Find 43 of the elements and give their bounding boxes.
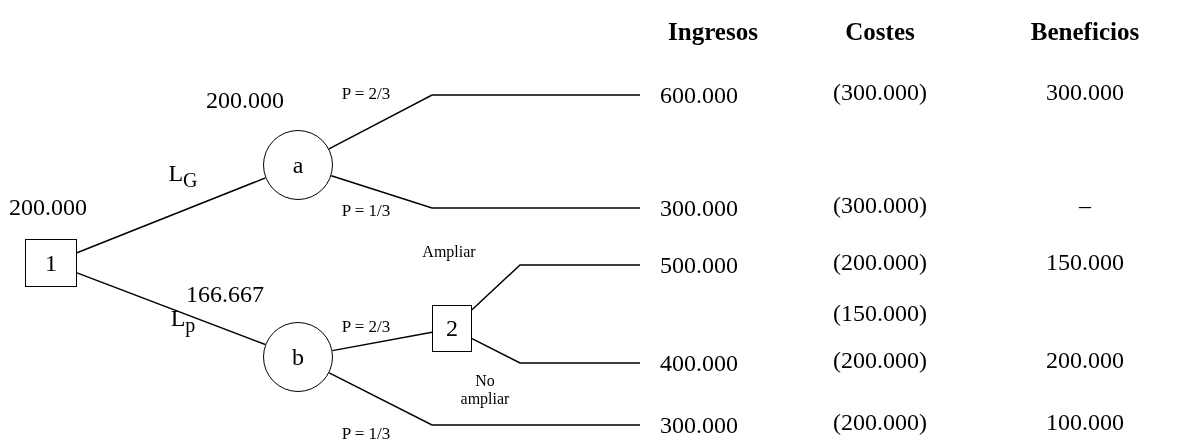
column-header: Ingresos <box>668 18 758 46</box>
edge-label: L$_{p}$ <box>169 305 197 337</box>
branch-line <box>471 337 641 364</box>
table-value: (300.000) <box>833 192 927 219</box>
outcome-value: 500.000 <box>640 249 738 281</box>
node-label: a <box>292 151 304 179</box>
node-value: 166.667 <box>186 281 264 308</box>
node-value: 200.000 <box>206 87 284 114</box>
branch-line <box>331 331 433 352</box>
table-value: (200.000) <box>833 249 927 276</box>
table-value: 300.000 <box>1046 79 1124 106</box>
outcome-value: 300.000 <box>640 192 738 224</box>
table-value: 150.000 <box>1046 249 1124 276</box>
column-header: Beneficios <box>1030 18 1140 46</box>
node-value: 200.000 <box>9 194 87 221</box>
edge-label: P = 1/3 <box>340 201 392 221</box>
node-label: 2 <box>446 315 458 342</box>
table-value: 200.000 <box>1046 347 1124 374</box>
table-value: (150.000) <box>833 300 927 327</box>
branch-line <box>330 174 641 209</box>
node-label: 1 <box>45 249 57 277</box>
outcome-value: 600.000 <box>640 79 738 111</box>
table-value: (200.000) <box>833 347 927 374</box>
decision-box <box>432 305 472 352</box>
edge-label: Ampliar <box>421 243 477 262</box>
branch-line <box>328 372 641 426</box>
table-value: – <box>1079 192 1091 219</box>
branch-line <box>328 94 641 150</box>
node-label: b <box>292 343 304 371</box>
table-value: (200.000) <box>833 409 927 436</box>
edge-label: P = 2/3 <box>340 84 392 104</box>
edge-label: L$_{G}$ <box>167 160 199 192</box>
outcome-value: 400.000 <box>640 347 738 379</box>
table-value: (300.000) <box>833 79 927 106</box>
column-header: Costes <box>845 18 915 46</box>
branch-line <box>76 177 267 254</box>
table-value: 100.000 <box>1046 409 1124 436</box>
edge-label: P = 2/3 <box>340 317 392 337</box>
branch-line <box>471 264 641 311</box>
outcome-value: 300.000 <box>640 409 738 441</box>
edge-label: P = 1/3 <box>340 424 392 444</box>
branch-line <box>76 272 267 346</box>
edge-label: No ampliar <box>459 372 511 409</box>
